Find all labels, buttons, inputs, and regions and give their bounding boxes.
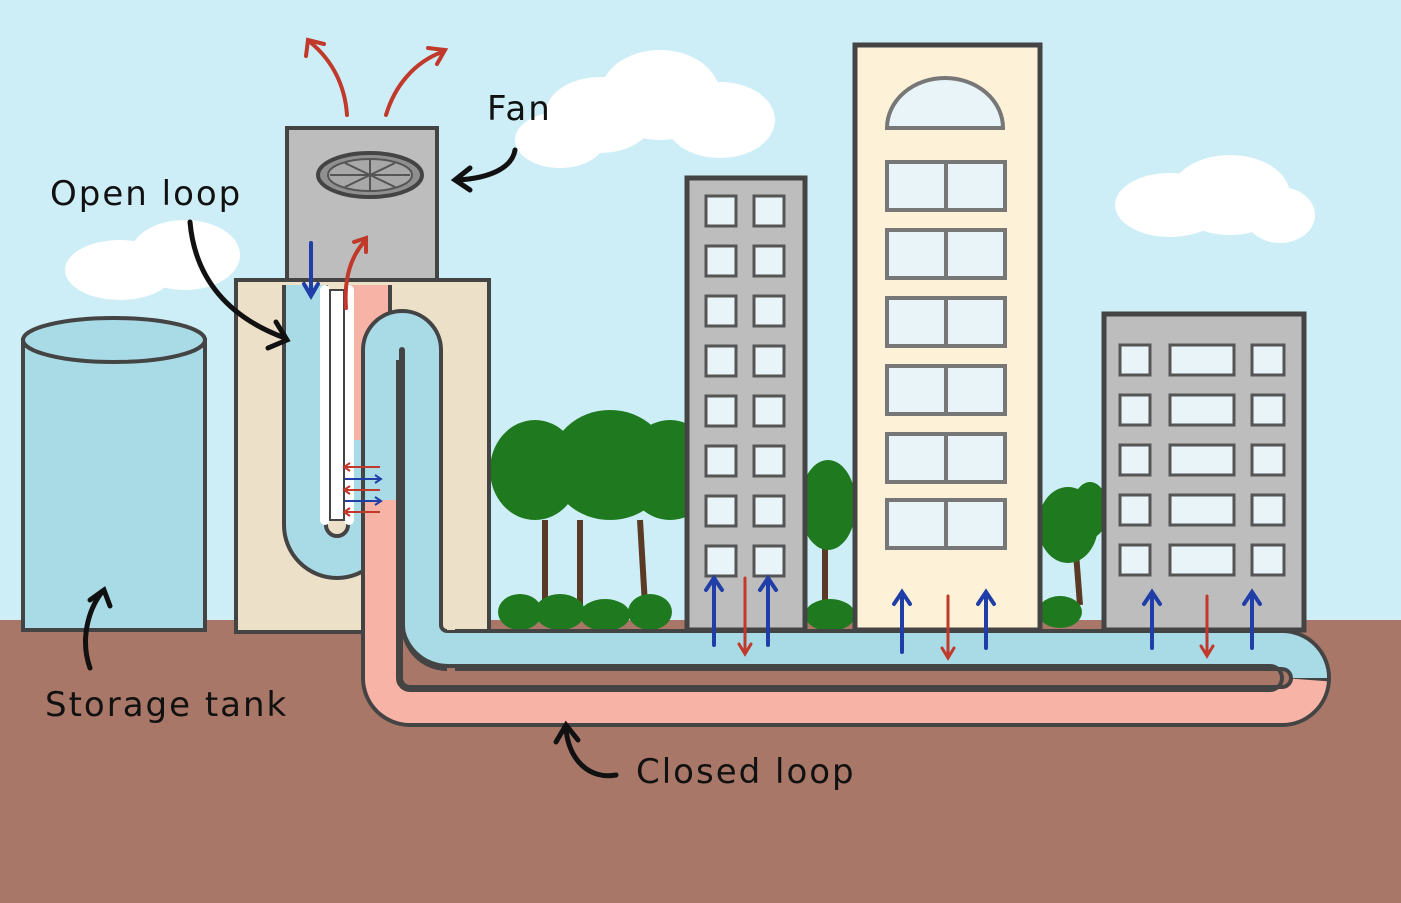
label-storage-tank: Storage tank — [45, 685, 288, 725]
storage-tank — [21, 316, 207, 632]
open-loop-pipe — [282, 285, 392, 580]
cloud-center — [515, 50, 775, 168]
cloud-left — [65, 220, 240, 300]
cloud-right — [1115, 155, 1315, 243]
curved-arrow-icon — [83, 147, 619, 779]
building-right — [1101, 311, 1307, 633]
label-closed-loop: Closed loop — [636, 752, 856, 792]
heat-exchange-arrows — [342, 462, 383, 517]
building-left — [684, 175, 808, 633]
building-center — [852, 42, 1043, 633]
exhaust-arrows — [304, 37, 449, 117]
label-open-loop: Open loop — [50, 174, 242, 214]
building-flow-arrows — [704, 574, 1262, 661]
tower-flow-arrows — [302, 235, 368, 310]
closed-loop-pipe — [361, 309, 1331, 727]
fan-icon — [327, 158, 413, 192]
label-fan: Fan — [487, 89, 552, 129]
